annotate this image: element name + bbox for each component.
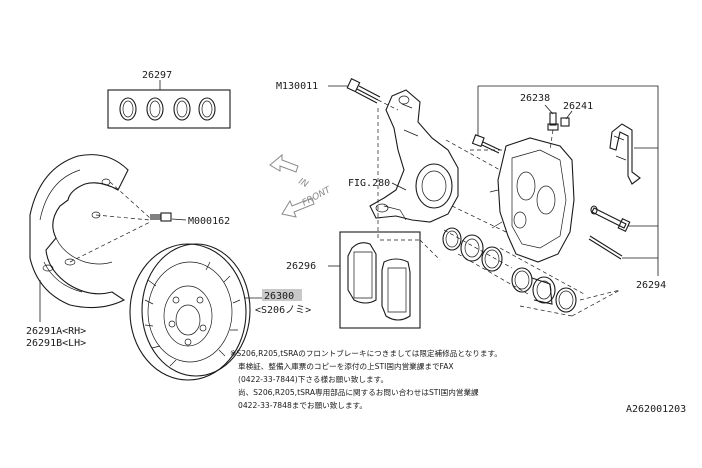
piston-guides: [443, 229, 621, 317]
label-26300-highlight: [262, 289, 302, 301]
pad-pin[interactable]: [590, 205, 631, 232]
note-line-5: 0422-33-7848までお願い致します。: [238, 400, 367, 410]
leader-fig280: [391, 182, 407, 191]
pad-spring-clip[interactable]: [609, 123, 641, 185]
brake-disc-26300[interactable]: [129, 243, 262, 381]
label-26238: 26238: [520, 93, 550, 104]
note-line-1: ※S206,R205,tSRAのフロントブレーキにつきましては限定補修品となりま…: [230, 348, 502, 358]
bolt-m130011[interactable]: [346, 78, 399, 111]
label-m130011: M130011: [276, 81, 318, 92]
restriction-note: ※S206,R205,tSRAのフロントブレーキにつきましては限定補修品となりま…: [230, 348, 502, 410]
note-line-4: 尚、S206,R205,tSRA専用部品に関するお問い合わせはSTI国内営業課: [238, 387, 479, 397]
dust-shield-26291[interactable]: [29, 154, 151, 322]
assembly-guides: [377, 108, 507, 261]
label-26296: 26296: [286, 261, 316, 272]
front-arrow: [281, 197, 315, 218]
label-m000162: M000162: [188, 216, 230, 227]
seal-kit-26297[interactable]: [107, 80, 231, 129]
note-line-3: (0422-33-7844)下さる様お願い致します。: [238, 374, 388, 384]
label-in: IN: [297, 177, 310, 190]
label-fig280: FIG.280: [348, 178, 390, 189]
bleeder-26238[interactable]: [544, 104, 559, 151]
label-26241: 26241: [563, 101, 593, 112]
bracket-26294: [478, 85, 659, 276]
caliper-pistons[interactable]: [442, 227, 577, 313]
label-26300-sub: <S206ノミ>: [255, 305, 311, 316]
caliper-mount-bolt[interactable]: [471, 134, 501, 154]
pad-pin-2[interactable]: [588, 235, 623, 260]
label-26291b: 26291B<LH>: [26, 338, 86, 349]
bolt-m000162[interactable]: [150, 212, 187, 222]
label-26291a: 26291A<RH>: [26, 326, 86, 337]
steering-knuckle-fig280[interactable]: [369, 89, 459, 223]
drawing-code: A262001203: [626, 404, 686, 415]
in-arrow: [269, 153, 299, 173]
brake-pads-26296[interactable]: [339, 231, 421, 329]
brake-caliper[interactable]: [489, 137, 575, 263]
label-26300: 26300: [264, 291, 294, 302]
bleeder-cap-26241[interactable]: [560, 110, 573, 127]
label-26294: 26294: [636, 280, 666, 291]
label-26297: 26297: [142, 70, 172, 81]
note-line-2: 車検証、整備入庫票のコピーを添付の上STI国内営業課までFAX: [238, 361, 454, 371]
